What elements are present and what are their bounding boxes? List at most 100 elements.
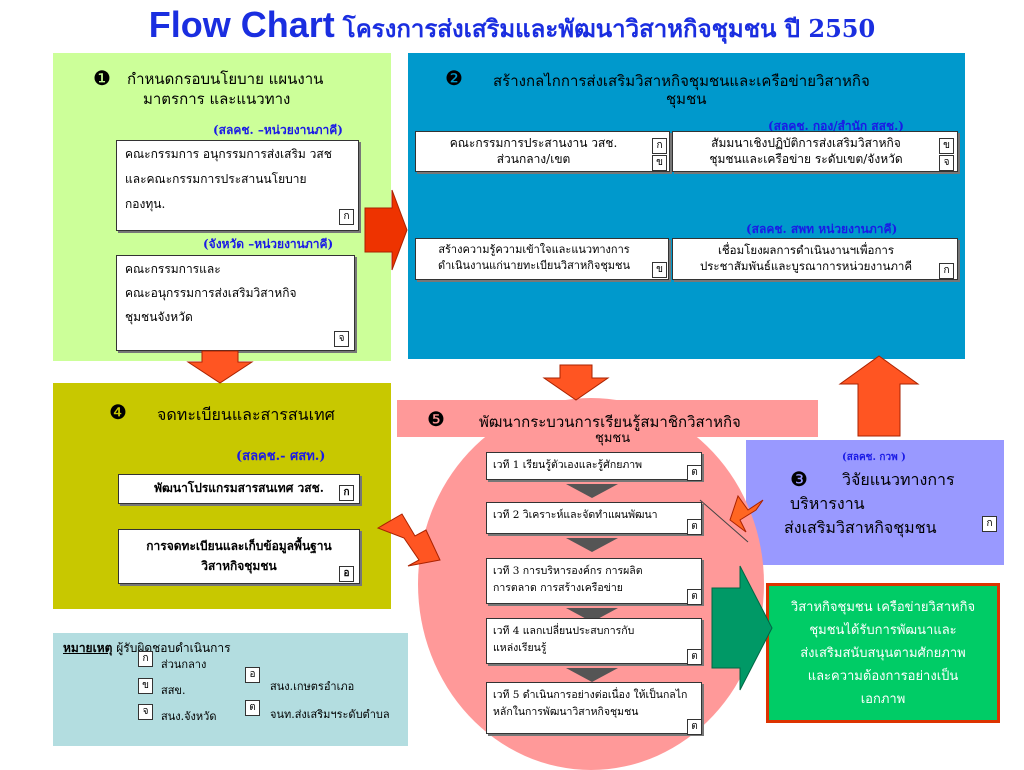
panel1-box2-line3: ชุมชนจังหวัด	[125, 310, 193, 324]
stage-line2: หลักในการพัฒนาวิสาหกิจชุมชน	[493, 706, 639, 718]
stage-box-3: เวที 3 การบริหารองค์กร การผลิตการตลาด กา…	[486, 558, 702, 605]
panel5-header: ❺ พัฒนากระบวนการเรียนรู้สมาชิกวิสาหกิจ ช…	[397, 400, 818, 446]
responsible-tag: จ	[334, 331, 349, 347]
panel-registration: ❹ จดทะเบียนและสารสนเทศ (สลคช.- ศสท.) พัฒ…	[53, 383, 391, 609]
panel-mechanism: ❷ สร้างกลไกการส่งเสริมวิสาหกิจชุมชนและเค…	[408, 53, 965, 359]
panel-research: (สลคช. กวพ ) ❸ วิจัยแนวทางการ บริหารงาน …	[746, 440, 1004, 565]
responsible-tag: ต	[687, 649, 702, 665]
responsible-tag: อ	[339, 566, 354, 582]
legend-label-subdistrict: จนท.ส่งเสริมฯระดับตำบล	[270, 708, 390, 721]
responsible-tag: จ	[939, 155, 954, 171]
outcome-line3: ส่งเสริมสนับสนุนตามศักยภาพ	[800, 646, 966, 661]
panel4-box2-line2: วิสาหกิจชุมชน	[201, 559, 277, 573]
panel4-agency: (สลคช.- ศสท.)	[236, 449, 326, 464]
step-3-icon: ❸	[790, 467, 808, 491]
panel2-heading-line2: ชุมชน	[666, 90, 707, 108]
panel5-heading-line2: ชุมชน	[595, 431, 631, 446]
panel2-box1-line1: คณะกรรมการประสานงาน วสช.	[449, 136, 618, 150]
panel2-box1-line2: ส่วนกลาง/เขต	[496, 152, 571, 166]
panel-policy: ❶ กำหนดกรอบนโยบาย แผนงาน มาตรการ และแนวท…	[53, 53, 391, 361]
title-thai: โครงการส่งเสริมและพัฒนาวิสาหกิจชุมชน ปี …	[342, 14, 876, 43]
stage-box-4: เวที 4 แลกเปลี่ยนประสบการกับแหล่งเรียนรู…	[486, 618, 702, 665]
panel4-heading: จดทะเบียนและสารสนเทศ	[157, 405, 335, 424]
panel1-agency-central: (สลคช. –หน่วยงานภาคี)	[213, 123, 343, 137]
responsible-tag: ก	[982, 516, 997, 532]
panel3-heading-line1: วิจัยแนวทางการ	[842, 470, 955, 489]
panel2-box-coordination: คณะกรรมการประสานงาน วสช. ส่วนกลาง/เขต ก …	[415, 131, 670, 172]
legend-tag-central: ก	[138, 651, 153, 667]
panel2-heading-line1: สร้างกลไกการส่งเสริมวิสาหกิจชุมชนและเครื…	[493, 72, 870, 90]
legend-panel: หมายเหตุ ผู้รับผิดชอบดำเนินการ ก ส่วนกลา…	[53, 633, 408, 746]
stage-arrow-icon	[566, 538, 618, 552]
stage-line2: การตลาด การสร้างเครือข่าย	[493, 582, 623, 594]
legend-label-province: สนง.จังหวัด	[161, 710, 217, 723]
panel2-box-seminar: สัมมนาเชิงปฏิบัติการส่งเสริมวิสาหกิจ ชุม…	[672, 131, 958, 172]
panel3-heading-line2: บริหารงาน	[790, 494, 865, 513]
panel2-box3-line2: ดำเนินงานแก่นายทะเบียนวิสาหกิจชุมชน	[437, 259, 631, 272]
panel2-box4-line2: ประชาสัมพันธ์และบูรณาการหน่วยงานภาคี	[699, 259, 913, 273]
outcome-line5: เอกภาพ	[860, 692, 906, 707]
stage-line1: เวที 5 ดำเนินการอย่างต่อเนื่อง ให้เป็นกล…	[493, 689, 688, 701]
responsible-tag: ข	[939, 138, 954, 154]
responsible-tag: ข	[652, 155, 667, 171]
arrow-up-icon	[838, 355, 920, 437]
panel1-agency-province: (จังหวัด –หน่วยงานภาคี)	[203, 237, 334, 251]
legend-title: หมายเหตุ	[63, 641, 113, 655]
legend-label-district: สนง.เกษตรอำเภอ	[270, 680, 355, 693]
step-4-icon: ❹	[109, 400, 127, 424]
panel1-box2-line1: คณะกรรมการและ	[125, 262, 221, 276]
legend-tag-subdistrict: ต	[245, 700, 260, 716]
stage-box-1: เวที 1 เรียนรู้ตัวเองและรู้ศักยภาพต	[486, 452, 702, 481]
stage-line1: เวที 3 การบริหารองค์กร การผลิต	[493, 565, 643, 577]
panel2-box2-line1: สัมมนาเชิงปฏิบัติการส่งเสริมวิสาหกิจ	[711, 136, 901, 150]
legend-tag-district: อ	[245, 667, 260, 683]
panel4-box-registry: การจดทะเบียนและเก็บข้อมูลพื้นฐาน วิสาหกิ…	[118, 529, 360, 584]
responsible-tag: ต	[687, 589, 702, 605]
legend-label-region: สสข.	[161, 684, 186, 697]
panel4-box2-line1: การจดทะเบียนและเก็บข้อมูลพื้นฐาน	[146, 539, 332, 553]
panel1-heading-line2: มาตรการ และแนวทาง	[143, 90, 291, 108]
panel1-heading-line1: กำหนดกรอบนโยบาย แผนงาน	[127, 70, 324, 88]
legend-tag-province: จ	[138, 704, 153, 720]
arrow-down-icon	[542, 364, 610, 401]
panel2-agency-partners: (สลคช. สพท หน่วยงานภาคี)	[746, 222, 898, 236]
outcome-panel: วิสาหกิจชุมชน เครือข่ายวิสาหกิจ ชุมชนได้…	[766, 583, 1000, 723]
step-2-icon: ❷	[445, 66, 463, 90]
stage-arrow-icon	[566, 668, 618, 682]
panel1-box1-line2: และคณะกรรมการประสานนโยบาย	[125, 172, 307, 186]
panel4-box-software: พัฒนาโปรแกรมสารสนเทศ วสช. ก	[118, 474, 360, 504]
stage-arrow-icon	[566, 484, 618, 498]
legend-label-central: ส่วนกลาง	[161, 658, 207, 671]
responsible-tag: ต	[687, 519, 702, 535]
panel1-box2-line2: คณะอนุกรรมการส่งเสริมวิสาหกิจ	[125, 286, 297, 300]
panel2-box2-line2: ชุมชนและเครือข่าย ระดับเขต/จังหวัด	[709, 152, 903, 166]
step-1-icon: ❶	[93, 66, 111, 90]
panel5-heading-line1: พัฒนากระบวนการเรียนรู้สมาชิกวิสาหกิจ	[479, 413, 741, 431]
title-english: Flow Chart	[148, 4, 335, 45]
panel2-box-knowledge: สร้างความรู้ความเข้าใจและแนวทางการ ดำเนิ…	[415, 238, 669, 280]
responsible-tag: ต	[687, 719, 702, 735]
panel2-box3-line1: สร้างความรู้ความเข้าใจและแนวทางการ	[438, 243, 630, 256]
panel1-box1-line3: กองทุน.	[125, 197, 166, 211]
panel3-agency: (สลคช. กวพ )	[842, 452, 906, 463]
panel2-agency-central: (สลคช. กอง/สำนัก สสช.)	[768, 119, 904, 133]
panel1-box-province-committee: คณะกรรมการและ คณะอนุกรรมการส่งเสริมวิสาห…	[116, 255, 355, 351]
stage-line1: เวที 4 แลกเปลี่ยนประสบการกับ	[493, 625, 635, 637]
outcome-line4: และความต้องการอย่างเป็น	[807, 669, 959, 684]
panel2-box4-line1: เชื่อมโยงผลการดำเนินงานฯเพื่อการ	[717, 243, 895, 257]
responsible-tag: ต	[687, 465, 702, 481]
panel1-box1-line1: คณะกรรมการ อนุกรรมการส่งเสริม วสช	[125, 147, 332, 161]
panel2-box-integration: เชื่อมโยงผลการดำเนินงานฯเพื่อการ ประชาสั…	[672, 238, 958, 280]
responsible-tag: ก	[939, 263, 954, 279]
step-5-icon: ❺	[427, 407, 445, 431]
panel1-box-committee: คณะกรรมการ อนุกรรมการส่งเสริม วสช และคณะ…	[116, 140, 359, 231]
legend-tag-region: ข	[138, 678, 153, 694]
responsible-tag: ก	[652, 138, 667, 154]
responsible-tag: ก	[339, 485, 354, 501]
stage-line1: เวที 2 วิเคราะห์และจัดทำแผนพัฒนา	[493, 509, 658, 521]
stage-line1: เวที 1 เรียนรู้ตัวเองและรู้ศักยภาพ	[493, 459, 643, 471]
stage-line2: แหล่งเรียนรู้	[493, 642, 547, 654]
responsible-tag: ข	[652, 262, 667, 278]
stage-box-2: เวที 2 วิเคราะห์และจัดทำแผนพัฒนาต	[486, 502, 702, 535]
